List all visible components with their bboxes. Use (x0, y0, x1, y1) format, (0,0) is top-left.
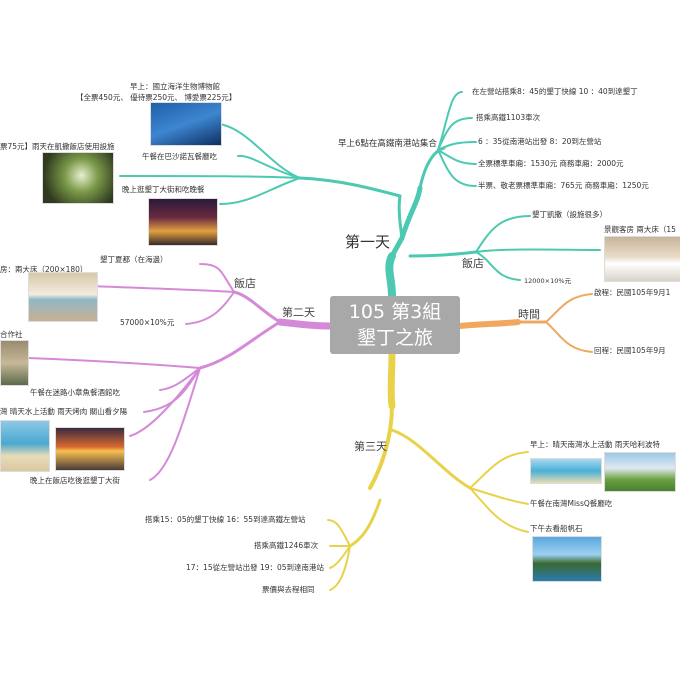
day3-lunch[interactable]: 午餐在南灣MissQ餐廳吃 (530, 499, 613, 508)
day3-return-3[interactable]: 17：15從左營站出發 19：05到達南港站 (186, 563, 325, 572)
day1-hotel-title[interactable]: 飯店 (462, 257, 484, 270)
center-title-line2: 墾丁之旅 (356, 327, 433, 349)
center-title-line1: 105 第3組 (348, 301, 442, 323)
day2-room[interactable]: 房：兩大床（200×180） (0, 265, 88, 274)
day1-depart-item-2[interactable]: 搭乘高鐵1103車次 (476, 113, 541, 122)
day2-hotel-photo (28, 272, 98, 322)
time-go[interactable]: 啟程：民國105年9月1 (594, 288, 671, 297)
day1-museum-photo (150, 102, 222, 146)
day1-depart[interactable]: 早上6點在高鐵南港站集合 (338, 139, 437, 149)
day1-depart-item-1[interactable]: 在左營站搭乘8：45的墾丁快線 10 ：40到達墾丁 (472, 87, 638, 96)
day1-morning-1[interactable]: 早上：國立海洋生物博物館 (130, 82, 220, 91)
day3-morning[interactable]: 早上：晴天南灣水上活動 雨天哈利波特 (530, 440, 660, 449)
day1-morning-2[interactable]: 【全票450元、 優待票250元、 博愛票225元】 (76, 93, 237, 102)
day1-depart-item-3[interactable]: 6 ：35從南港站出發 8：20到左營站 (478, 137, 602, 146)
day2-lunch[interactable]: 午餐在迷路小章魚餐酒館吃 (30, 388, 120, 397)
day3-title[interactable]: 第三天 (354, 440, 387, 453)
day2-evening[interactable]: 晚上在飯店吃後逛墾丁大街 (30, 476, 120, 485)
day2-price[interactable]: 57000×10%元 (120, 318, 175, 327)
day2-coop[interactable]: 合作社 (0, 330, 23, 339)
day1-street-photo (148, 198, 218, 246)
day2-activity[interactable]: 灣 晴天水上活動 雨天烤肉 關山看夕陽 (0, 407, 128, 416)
day1-lunch[interactable]: 午餐在巴沙諾瓦餐廳吃 (142, 152, 217, 161)
center-topic[interactable]: 105 第3組 墾丁之旅 (330, 296, 460, 354)
day2-coop-photo (0, 340, 29, 386)
day2-hotel-name[interactable]: 墾丁夏都（在海邊） (100, 255, 168, 264)
day1-evening[interactable]: 晚上逛墾丁大街和吃晚餐 (122, 185, 205, 194)
day1-hotel-item-3[interactable]: 12000×10%元 (524, 277, 572, 285)
day1-cave-photo (42, 152, 114, 204)
day3-afternoon[interactable]: 下午去看船帆石 (530, 524, 583, 533)
day1-hotel-item-1[interactable]: 墾丁凱撒（設施很多） (532, 210, 607, 219)
day2-title[interactable]: 第二天 (282, 306, 315, 319)
day1-depart-item-4[interactable]: 全票標準車廂：1530元 商務車廂：2000元 (478, 159, 624, 168)
day3-return-1[interactable]: 搭乘15：05的墾丁快線 16：55到達高鐵左營站 (145, 515, 306, 524)
day1-hotel-item-2[interactable]: 景觀客房 兩大床（15 (604, 225, 676, 234)
day1-depart-item-5[interactable]: 半票、敬老票標準車廂：765元 商務車廂：1250元 (478, 181, 649, 190)
day1-title[interactable]: 第一天 (345, 233, 391, 251)
day3-beach-photo (530, 458, 602, 484)
day3-park-photo (604, 452, 676, 492)
day2-sunset-photo (55, 427, 125, 471)
day3-return-2[interactable]: 搭乘高鐵1246車次 (254, 541, 319, 550)
day2-beach-photo (0, 420, 50, 472)
time-title[interactable]: 時間 (518, 308, 540, 321)
time-back[interactable]: 回程：民國105年9月 (594, 346, 666, 355)
day2-hotel-title[interactable]: 飯店 (234, 277, 256, 290)
day3-return-4[interactable]: 票價與去程相同 (262, 585, 315, 594)
day1-hotel-room-photo (604, 236, 680, 282)
day3-sail-rock-photo (532, 536, 602, 582)
day1-rain[interactable]: 票75元】雨天在凱撒飯店使用設施 (0, 142, 115, 151)
